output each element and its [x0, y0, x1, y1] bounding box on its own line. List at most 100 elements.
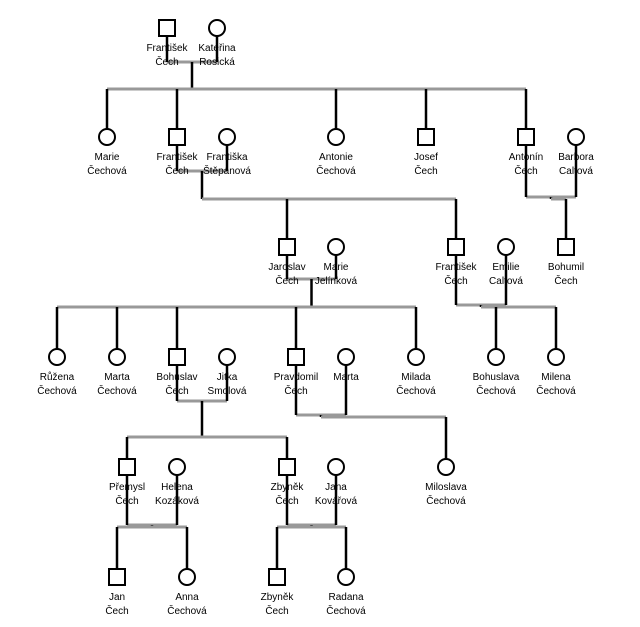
family-bohuslav-jitka: [125, 365, 289, 459]
family-zbynek_1-jana: [275, 475, 348, 569]
first-name: Zbyněk: [271, 482, 305, 493]
first-name: Anna: [175, 592, 199, 603]
last-name: Čech: [284, 384, 307, 397]
first-name: Jaroslav: [268, 262, 305, 273]
female-circle-icon: [567, 128, 585, 146]
first-name: Pravdomil: [274, 372, 318, 383]
first-name: Josef: [414, 152, 438, 163]
first-name: František: [146, 43, 188, 54]
first-name: Jitka: [217, 372, 238, 383]
male-square-icon: [417, 128, 435, 146]
last-name: Čech: [414, 164, 437, 177]
last-name: Čech: [115, 494, 138, 507]
last-name: Čech: [165, 384, 188, 397]
female-circle-icon: [327, 238, 345, 256]
female-circle-icon: [487, 348, 505, 366]
male-square-icon: [158, 19, 176, 37]
first-name: Přemysl: [109, 482, 145, 493]
female-circle-icon: [497, 238, 515, 256]
first-name: Růžena: [40, 371, 75, 383]
first-name: Antonie: [319, 152, 353, 163]
first-name: Marie: [94, 152, 119, 163]
female-circle-icon: [407, 348, 425, 366]
male-square-icon: [118, 458, 136, 476]
last-name: Čechová: [476, 384, 516, 397]
last-name: Čech: [514, 164, 537, 177]
last-name: Čechová: [326, 604, 366, 617]
male-square-icon: [108, 568, 126, 586]
family-antonin-barbora: [524, 145, 578, 239]
last-name: Čech: [105, 604, 128, 617]
first-name: Milena: [541, 372, 571, 383]
female-circle-icon: [327, 128, 345, 146]
first-name: Františka: [206, 152, 248, 163]
male-square-icon: [168, 128, 186, 146]
first-name: Bohuslav: [156, 372, 197, 383]
first-name: František: [435, 262, 477, 273]
female-circle-icon: [337, 348, 355, 366]
male-square-icon: [447, 238, 465, 256]
female-circle-icon: [547, 348, 565, 366]
last-name: Čech: [554, 274, 577, 287]
male-square-icon: [557, 238, 575, 256]
first-name: Kateřina: [198, 43, 236, 54]
first-name: Jana: [325, 482, 347, 493]
last-name: Čech: [444, 274, 467, 287]
family-jaroslav-marie_j: [55, 255, 418, 349]
first-name: Miloslava: [425, 482, 467, 493]
first-name: Helena: [161, 482, 193, 493]
first-name: Milada: [401, 372, 431, 383]
female-circle-icon: [48, 348, 66, 366]
family-pravdomil-marta: [294, 365, 448, 459]
last-name: Čechová: [536, 384, 576, 397]
first-name: Zbyněk: [261, 592, 295, 603]
first-name: Bohumil: [548, 262, 584, 273]
male-square-icon: [168, 348, 186, 366]
female-circle-icon: [337, 568, 355, 586]
last-name: Kovářová: [315, 496, 358, 507]
last-name: Čechová: [167, 604, 207, 617]
female-circle-icon: [168, 458, 186, 476]
last-name: Caltová: [559, 166, 593, 177]
male-square-icon: [278, 458, 296, 476]
first-name: Bohuslava: [473, 372, 520, 383]
last-name: Smolová: [208, 386, 247, 397]
last-name: Čech: [275, 494, 298, 507]
female-circle-icon: [437, 458, 455, 476]
first-name: František: [156, 152, 198, 163]
last-name: Čechová: [396, 384, 436, 397]
last-name: Rosická: [199, 57, 235, 68]
last-name: Čech: [275, 274, 298, 287]
last-name: Čech: [165, 164, 188, 177]
family-premysl-helena: [115, 475, 189, 569]
last-name: Čechová: [87, 164, 127, 177]
family-frantisek_3-emilie: [454, 255, 558, 349]
first-name: Marta: [104, 372, 130, 383]
female-circle-icon: [98, 128, 116, 146]
first-name: Jan: [109, 592, 125, 603]
female-circle-icon: [218, 128, 236, 146]
last-name: Čechová: [37, 384, 77, 397]
last-name: Čech: [155, 55, 178, 68]
